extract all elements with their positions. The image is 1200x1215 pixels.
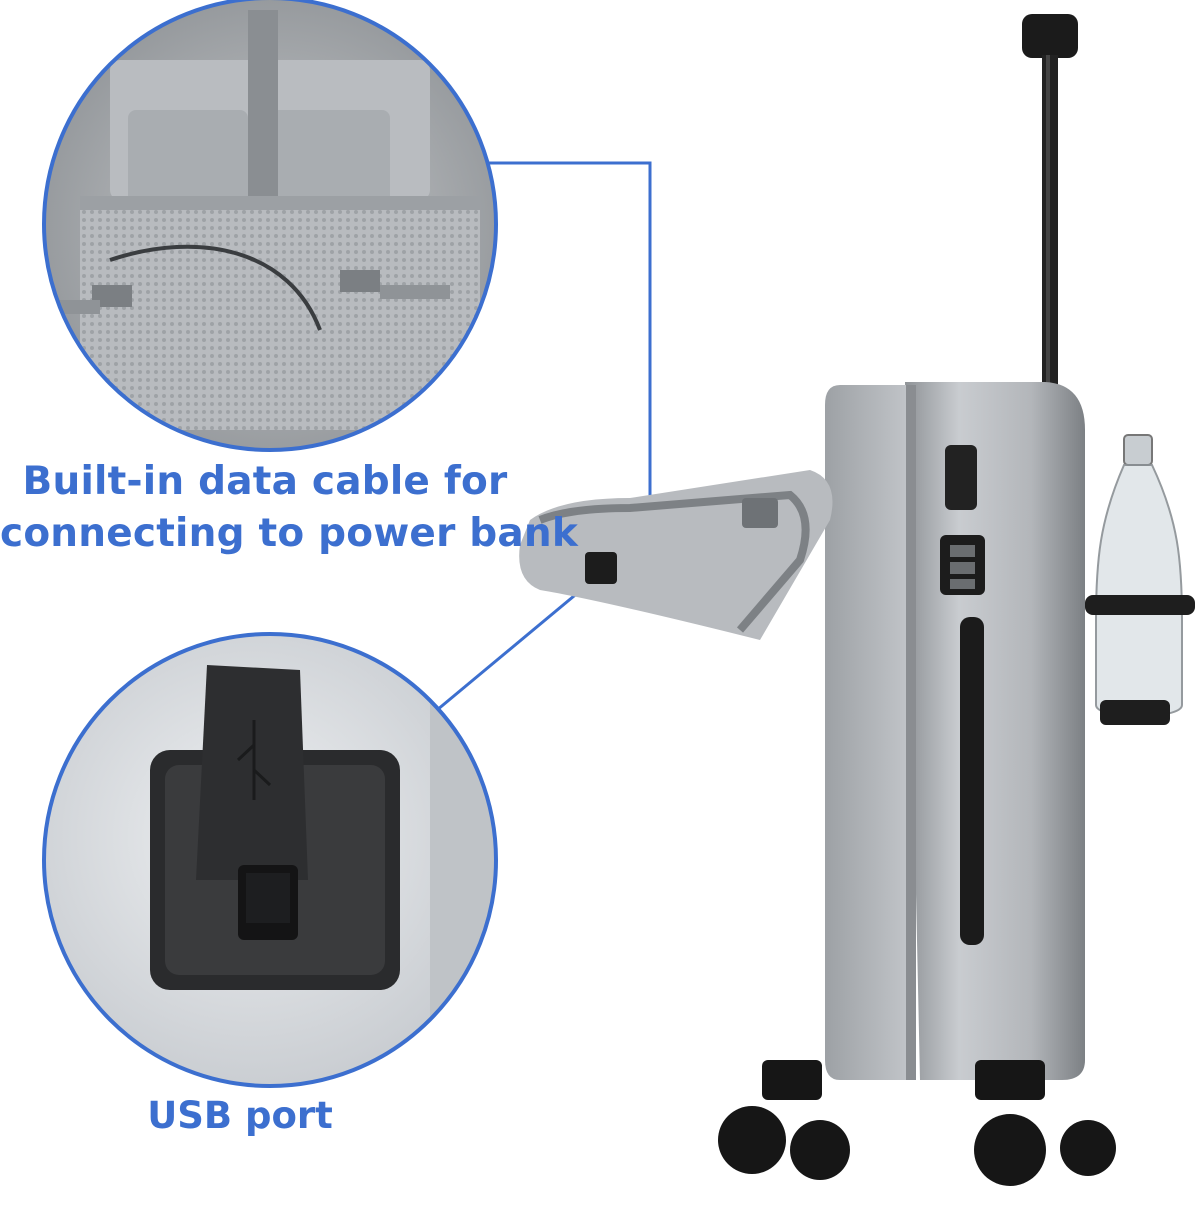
cup-holder — [1085, 595, 1195, 615]
usb-icon — [236, 720, 272, 800]
cable-caption-line-1: Built-in data cable for — [22, 459, 508, 504]
cable-caption-line-2: connecting to power bank — [0, 511, 579, 556]
usb-caption: USB port — [147, 1094, 333, 1137]
interior-detail-circle — [42, 0, 498, 452]
lid-usb-port — [585, 552, 617, 584]
cable-caption: Built-in data cable for connecting to po… — [0, 456, 579, 560]
bottle — [1095, 434, 1183, 718]
side-handle — [960, 617, 984, 945]
handle-grip — [1022, 14, 1078, 58]
wheels — [718, 1060, 1116, 1186]
suitcase — [519, 14, 1195, 1186]
